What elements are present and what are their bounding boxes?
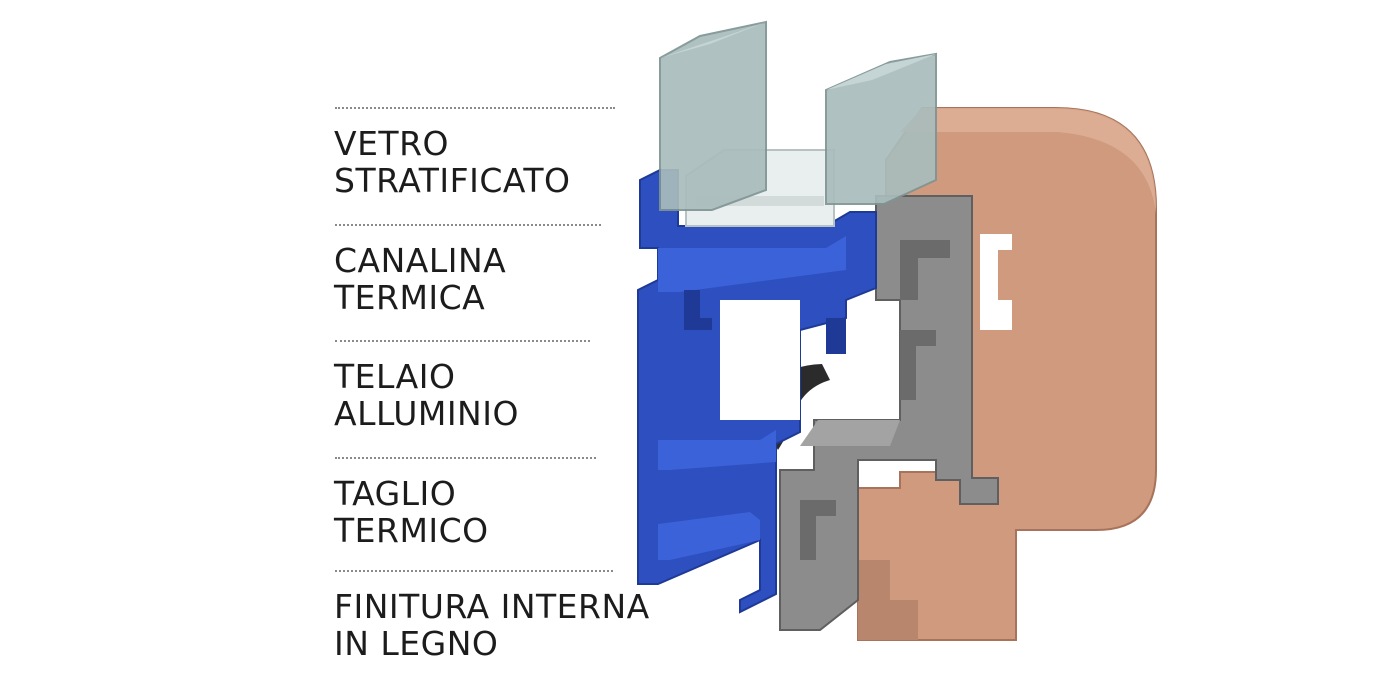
divider-line <box>335 340 590 342</box>
label-line: FINITURA INTERNA <box>334 587 650 626</box>
label-line: CANALINA <box>334 241 507 280</box>
label-wood-finish: FINITURA INTERNA IN LEGNO <box>334 588 650 662</box>
divider-line <box>335 570 613 572</box>
label-line: TELAIO <box>334 357 456 396</box>
label-line: VETRO <box>334 124 449 163</box>
aluminium-frame-part <box>637 169 877 614</box>
thermal-break-part <box>779 195 999 631</box>
label-line: TERMICO <box>334 511 489 550</box>
label-aluminium-frame: TELAIO ALLUMINIO <box>334 358 519 432</box>
label-line: STRATIFICATO <box>334 161 571 200</box>
label-column: VETRO STRATIFICATO CANALINA TERMICA TELA… <box>334 107 650 662</box>
label-line: TAGLIO <box>334 474 457 513</box>
label-laminated-glass: VETRO STRATIFICATO <box>334 125 571 199</box>
label-thermal-spacer: CANALINA TERMICA <box>334 242 506 316</box>
label-line: ALLUMINIO <box>334 394 519 433</box>
laminated-glass-part <box>659 20 937 211</box>
window-profile-cross-section <box>600 0 1200 700</box>
divider-line <box>335 224 601 226</box>
label-thermal-break: TAGLIO TERMICO <box>334 475 489 549</box>
divider-line <box>335 457 596 459</box>
profile-drawing <box>637 20 1157 641</box>
label-line: IN LEGNO <box>334 624 499 663</box>
label-line: TERMICA <box>334 278 486 317</box>
divider-line <box>335 107 615 109</box>
